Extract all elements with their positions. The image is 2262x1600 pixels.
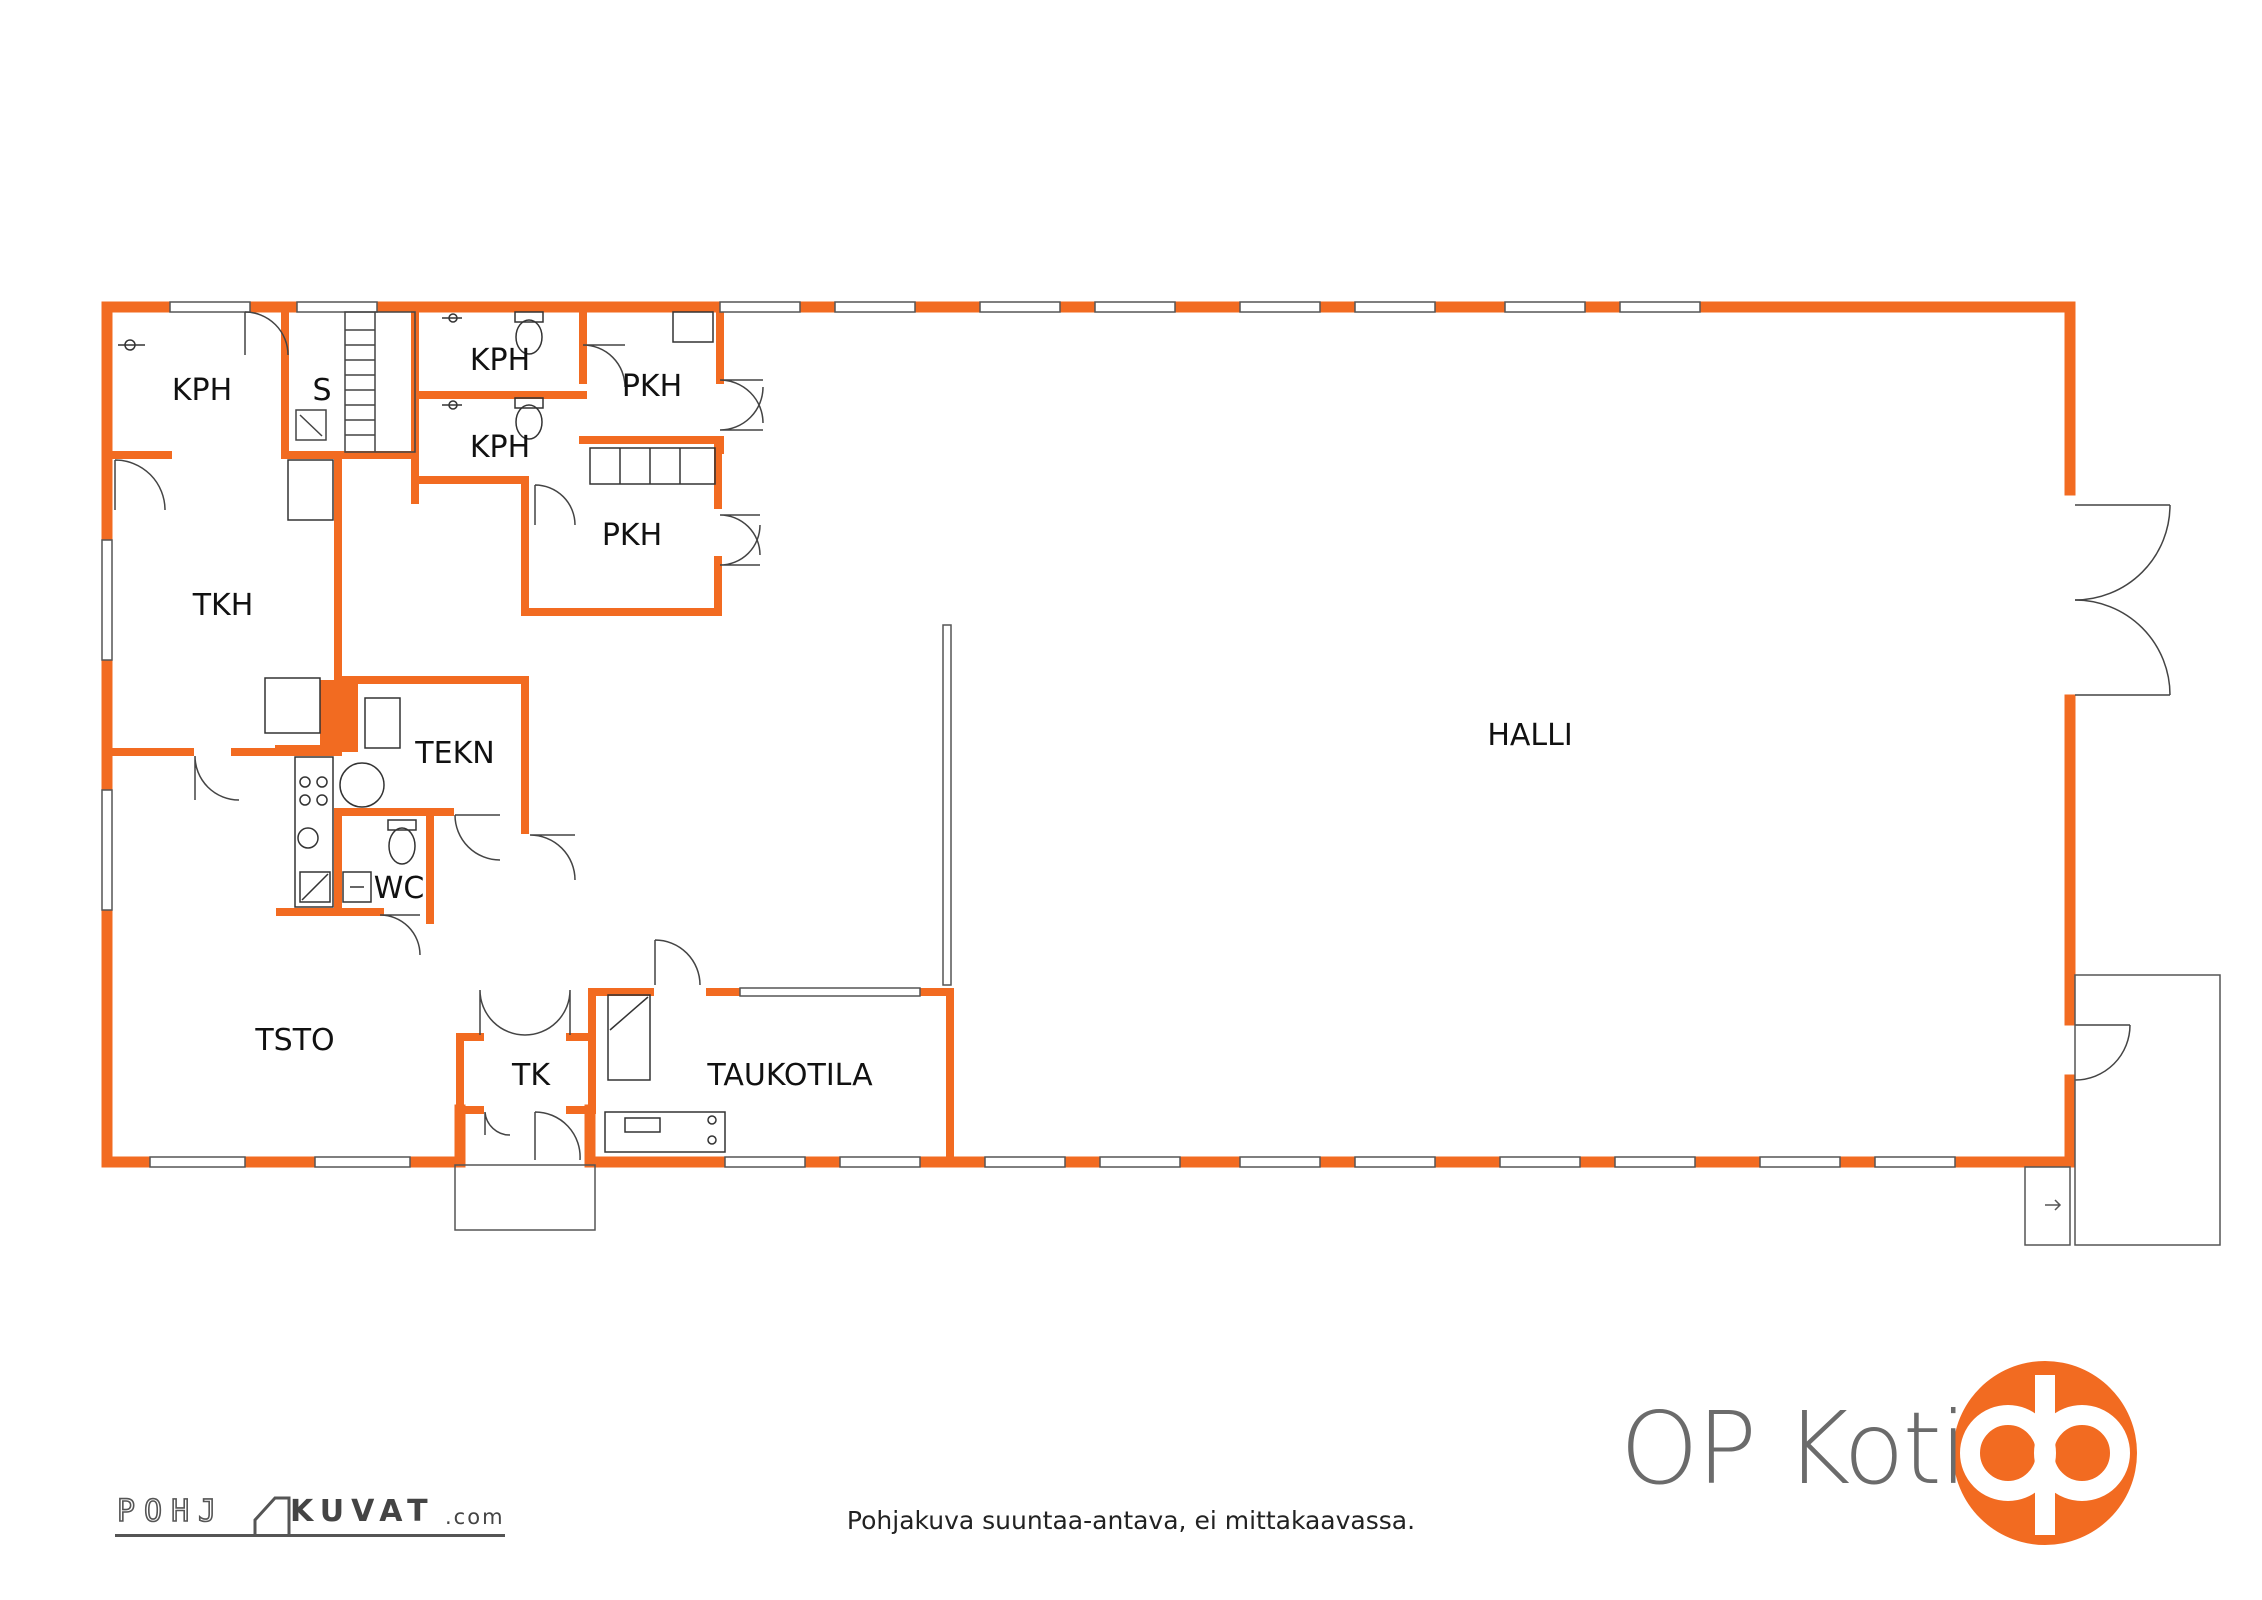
room-label-pkh: PKH <box>602 518 662 553</box>
room-label-kph: KPH <box>172 373 232 408</box>
room-labels: KPH S KPH KPH PKH PKH TKH TEKN WC TSTO T… <box>172 343 1573 1093</box>
room-label-tsto: TSTO <box>254 1023 334 1058</box>
pohjakuvat-watermark: POHJ KUVAT .com <box>115 1490 505 1540</box>
staircase <box>295 311 416 453</box>
watermark-suffix: .com <box>445 1505 505 1529</box>
op-logo-icon <box>1953 1361 2137 1545</box>
windows <box>101 301 1956 1168</box>
room-label-s: S <box>312 373 331 408</box>
room-label-pkh: PKH <box>622 369 682 404</box>
room-label-wc: WC <box>374 871 425 906</box>
watermark-left: POHJ <box>116 1493 226 1530</box>
watermark-underline <box>115 1534 505 1537</box>
room-label-halli: HALLI <box>1487 718 1572 753</box>
room-label-kph: KPH <box>470 430 530 465</box>
room-label-taukotila: TAUKOTILA <box>706 1058 873 1093</box>
interior-walls <box>103 303 954 1166</box>
fixtures <box>118 311 726 1153</box>
room-label-tk: TK <box>511 1058 551 1093</box>
entrance-steps <box>454 974 2221 1246</box>
disclaimer-text: Pohjakuva suuntaa-antava, ei mittakaavas… <box>846 1506 1416 1535</box>
exterior-walls <box>101 301 2076 1168</box>
watermark-arch-icon <box>253 1496 291 1534</box>
wall-blocks <box>275 680 358 753</box>
doors <box>114 311 2171 1161</box>
room-label-tkh: TKH <box>192 588 254 623</box>
room-label-tekn: TEKN <box>414 736 494 771</box>
watermark-right: KUVAT <box>290 1494 435 1529</box>
brand-name: OP Koti <box>1620 1390 1968 1507</box>
room-label-kph: KPH <box>470 343 530 378</box>
